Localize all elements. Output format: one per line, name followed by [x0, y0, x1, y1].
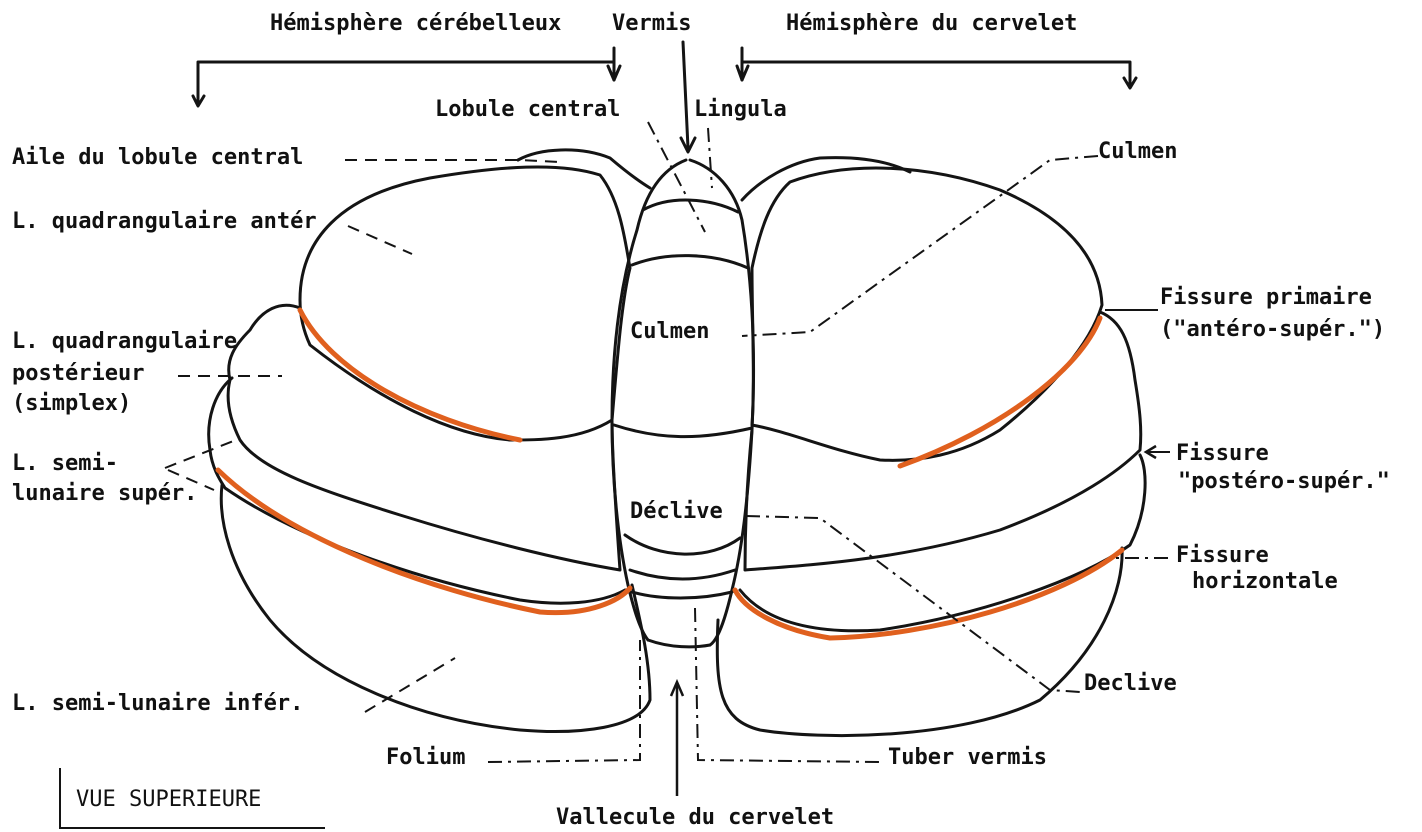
left-aile-lobule: [518, 150, 650, 188]
vermis-bottom: [648, 640, 710, 647]
aile-lobule-central-label: Aile du lobule central: [12, 146, 303, 170]
folium-line: [630, 570, 735, 579]
culmen-center-label: Culmen: [630, 320, 709, 344]
fissure-postero-label-2: "postéro-supér.": [1178, 470, 1390, 494]
fissure-primaire-vermis: [614, 425, 752, 437]
culmen-right-label: Culmen: [1098, 140, 1177, 164]
declive-center-label: Déclive: [630, 500, 723, 524]
vermis-outline-right: [690, 160, 754, 645]
fissure-horiz-label-2: horizontale: [1192, 570, 1338, 594]
semi-sup-label-1: L. semi-: [12, 452, 118, 476]
left-fissure-horizontale: [218, 470, 630, 613]
right-hemisphere: [717, 158, 1145, 736]
lobule-central-label: Lobule central: [435, 98, 620, 122]
view-caption: VUE SUPERIEURE: [76, 788, 261, 812]
right-fissure-horizontale: [735, 550, 1122, 638]
left-quadrangular-anterior: [300, 167, 630, 440]
quad-post-label-3: (simplex): [12, 392, 131, 416]
right-fissure-primaire: [900, 318, 1100, 466]
declive-right-label: Declive: [1084, 672, 1177, 696]
declive-bottom: [625, 535, 740, 554]
right-semilunar-superior: [740, 455, 1145, 631]
lingula-label: Lingula: [694, 98, 787, 122]
semi-sup-label-2: lunaire supér.: [12, 482, 197, 506]
vallecule-label: Vallecule du cervelet: [556, 806, 834, 830]
right-hemisphere-bracket: [742, 62, 1130, 86]
fissure-highlights: [218, 310, 1122, 638]
right-quadrangular-anterior: [752, 168, 1102, 460]
vermis-pointer: [683, 42, 688, 148]
fissure-primaire-label-1: Fissure primaire: [1160, 286, 1372, 310]
quad-post-label-1: L. quadrangulaire: [12, 330, 237, 354]
hemisphere-right-label: Hémisphère du cervelet: [786, 12, 1077, 36]
tuber-line: [632, 592, 732, 598]
hemisphere-left-label: Hémisphère cérébelleux: [270, 12, 561, 36]
quad-post-label-2: postérieur: [12, 362, 144, 386]
folium-label: Folium: [386, 746, 465, 770]
header-brackets: [193, 42, 1136, 152]
fissure-primaire-label-2: ("antéro-supér."): [1160, 318, 1385, 342]
vermis-label: Vermis: [612, 12, 691, 36]
quad-anter-label: L. quadrangulaire antér: [12, 210, 317, 234]
semi-inf-label: L. semi-lunaire infér.: [12, 692, 303, 716]
right-aile-lobule: [742, 158, 910, 200]
fissure-horiz-label-1: Fissure: [1176, 544, 1269, 568]
left-fissure-primaire: [300, 310, 520, 440]
right-semilunar-inferior: [717, 548, 1122, 736]
tuber-vermis-label: Tuber vermis: [888, 746, 1047, 770]
fissure-postero-label-1: Fissure: [1176, 442, 1269, 466]
vermis-column: [612, 160, 754, 647]
culmen-top: [632, 256, 748, 268]
left-hemisphere: [209, 150, 650, 732]
